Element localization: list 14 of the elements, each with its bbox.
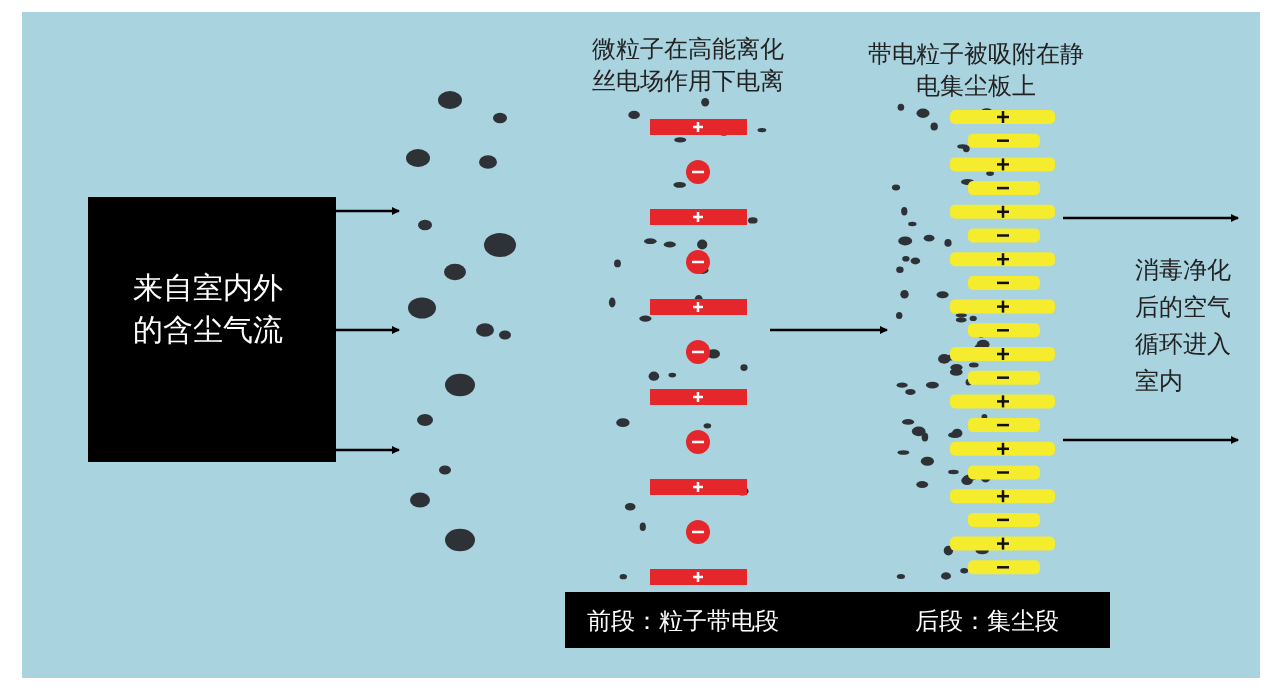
arrow <box>336 326 400 334</box>
section-label: 后段：集尘段 <box>915 606 1059 637</box>
box-text: 来自室内外的含尘气流 <box>133 269 284 349</box>
source-box <box>88 197 336 462</box>
arrow <box>770 326 888 334</box>
arrow <box>336 446 400 454</box>
node-label: 微粒子在高能离化丝电场作用下电离 <box>590 34 785 97</box>
arrow <box>1063 214 1239 222</box>
note-text: 消毒净化后的空气循环进入室内 <box>1135 255 1232 397</box>
section-band <box>565 592 1110 648</box>
arrow <box>336 207 400 215</box>
section-label: 前段：粒子带电段 <box>587 606 779 637</box>
node-label: 带电粒子被吸附在静电集尘板上 <box>866 39 1085 102</box>
arrow <box>1063 436 1239 444</box>
